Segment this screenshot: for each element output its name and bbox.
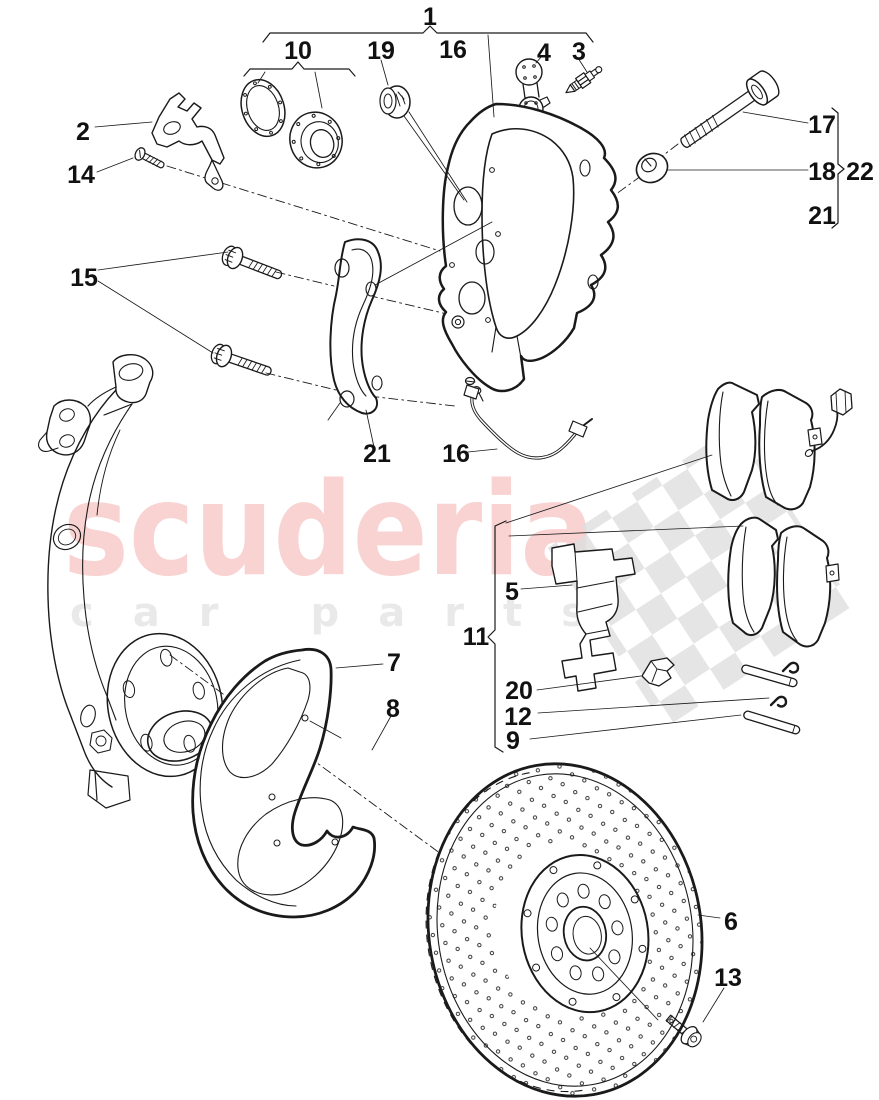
callout-7: 7: [387, 649, 401, 677]
damper-clip: [641, 657, 675, 687]
callout-16-top: 16: [439, 36, 467, 64]
brake-caliper: [437, 102, 619, 402]
watermark-brand: scuderia: [63, 456, 595, 605]
spring-washer: [635, 152, 669, 184]
seal-ring-inner: [289, 111, 343, 169]
bracket-group-22: [831, 107, 845, 229]
bleeder-screw: [565, 66, 603, 94]
brake-pipe: [463, 376, 593, 460]
leader-lines: [94, 34, 809, 1023]
callout-11: 11: [463, 623, 490, 651]
bracket-screw: [134, 147, 165, 169]
bracket-group-1: [262, 25, 594, 43]
steering-knuckle: [38, 354, 224, 809]
bracket-group-10: [243, 61, 356, 77]
callout-12: 12: [504, 703, 532, 731]
carrier-bolt-lower: [207, 340, 276, 384]
callout-5: 5: [505, 578, 519, 606]
brake-pad-set-lower: [727, 516, 840, 648]
callout-19: 19: [367, 37, 395, 65]
callout-1: 1: [423, 3, 437, 31]
callout-21-right: 21: [808, 202, 836, 230]
pad-retainer-spring: [551, 543, 636, 692]
callout-16-hose: 16: [442, 440, 470, 468]
caliper-carrier: [327, 238, 383, 421]
callout-6: 6: [724, 908, 738, 936]
carrier-bolt-upper: [218, 242, 286, 287]
disc-hub-adapter: [520, 854, 650, 1014]
pad-wear-sensor: [804, 388, 853, 457]
retaining-bracket: [151, 92, 225, 191]
brake-disc: [425, 762, 704, 1098]
guide-bolt: [680, 70, 780, 148]
callout-4: 4: [537, 39, 551, 67]
guide-bushing: [379, 85, 411, 119]
wheel-hub: [106, 632, 224, 778]
callout-brackets: [243, 25, 845, 753]
callout-22: 22: [846, 158, 874, 186]
callout-10: 10: [284, 37, 312, 65]
brake-pad-set-upper: [705, 381, 853, 511]
retaining-clips: [769, 661, 800, 708]
callout-9: 9: [506, 727, 520, 755]
callout-13: 13: [714, 964, 742, 992]
callout-18: 18: [808, 158, 836, 186]
brake-splash-shield: [191, 647, 377, 919]
disc-set-screw: [665, 1014, 702, 1048]
callout-14: 14: [67, 161, 95, 189]
pad-pin-lower: [743, 710, 801, 735]
pad-pin-upper: [741, 664, 798, 688]
callout-17: 17: [808, 111, 836, 139]
callout-8: 8: [386, 695, 400, 723]
callout-20: 20: [505, 677, 533, 705]
bracket-group-11: [487, 520, 507, 753]
callout-21-carrier: 21: [363, 440, 391, 468]
callout-15: 15: [70, 264, 98, 292]
callout-3: 3: [572, 38, 586, 66]
seal-ring-outer: [240, 78, 286, 138]
callout-2: 2: [76, 118, 90, 146]
